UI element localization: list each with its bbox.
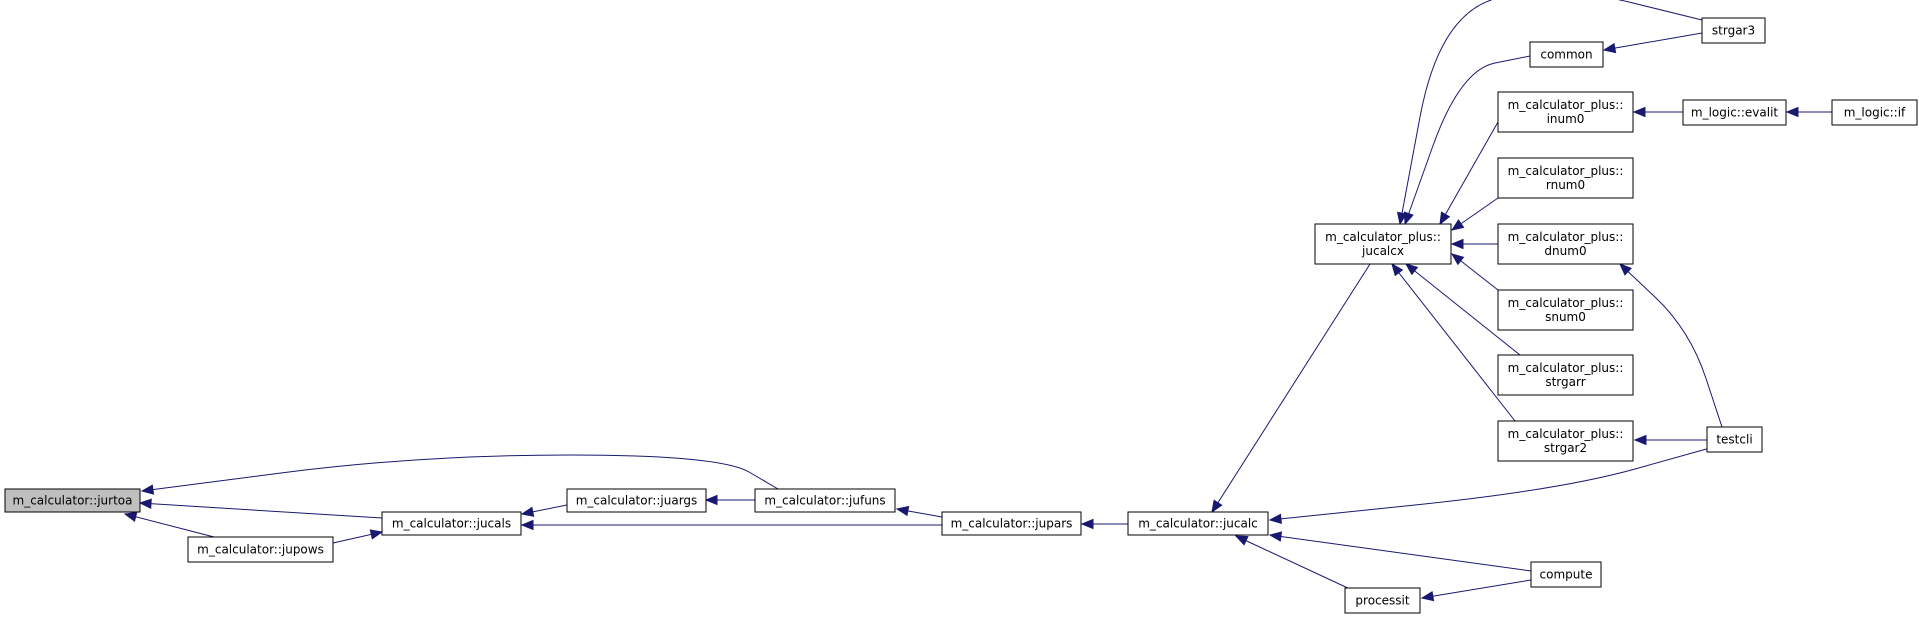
node-jufuns[interactable]: m_calculator::jufuns [754,488,896,513]
node-juargs[interactable]: m_calculator::juargs [566,488,707,513]
edge-rnum0-to-jucalcx [1450,197,1499,231]
node-strgarr-label: m_calculator_plus:: [1508,361,1624,375]
edge-inum0-to-jucalcx [1439,121,1499,226]
node-strgarr-label: strgarr [1545,375,1585,389]
node-testcli[interactable]: testcli [1706,426,1763,453]
node-processit-label: processit [1355,594,1409,608]
node-jurtoa[interactable]: m_calculator::jurtoa [4,488,141,513]
node-evalit-label: m_logic::evalit [1691,106,1779,120]
edge-processit-to-jucalc [1234,535,1351,590]
node-rnum0-label: m_calculator_plus:: [1508,164,1624,178]
node-common[interactable]: common [1529,41,1604,68]
node-jupows[interactable]: m_calculator::jupows [187,536,334,563]
node-if[interactable]: m_logic::if [1831,99,1918,126]
edge-juargs-to-jucals [520,504,568,517]
node-jupows-label: m_calculator::jupows [197,543,324,557]
node-jucalcx-label: m_calculator_plus:: [1325,230,1441,244]
node-dnum0[interactable]: m_calculator_plus::dnum0 [1497,223,1634,265]
node-strgarr[interactable]: m_calculator_plus::strgarr [1497,354,1634,396]
node-jucalcx[interactable]: m_calculator_plus::jucalcx [1314,223,1452,265]
node-strgar2[interactable]: m_calculator_plus::strgar2 [1497,420,1634,462]
node-jufuns-label: m_calculator::jufuns [764,494,885,508]
node-compute[interactable]: compute [1530,561,1602,588]
edge-evalit-to-inum0 [1632,106,1683,118]
edge-strgar2-to-jucalcx [1391,262,1516,422]
edge-snum0-to-jucalcx [1450,253,1499,291]
node-layer: m_calculator::jurtoam_calculator::jucals… [4,17,1918,614]
node-processit[interactable]: processit [1344,587,1421,614]
node-evalit[interactable]: m_logic::evalit [1682,99,1787,126]
node-strgar3[interactable]: strgar3 [1701,17,1766,44]
edge-testcli-to-strgar2 [1633,434,1707,446]
edge-jupars-to-jufuns [895,505,943,518]
node-inum0[interactable]: m_calculator_plus::inum0 [1497,91,1634,133]
edge-jucalcx-to-jucalc [1211,263,1371,514]
edge-testcli-to-dnum0 [1619,263,1723,428]
node-dnum0-label: dnum0 [1544,244,1586,258]
edge-testcli-to-jucalc [1268,447,1711,525]
node-jucalc[interactable]: m_calculator::jucalc [1127,511,1269,536]
node-jucalcx-label: jucalcx [1361,244,1404,258]
edge-if-to-evalit [1785,106,1832,118]
edge-compute-to-processit [1420,579,1532,602]
node-jupars-label: m_calculator::jupars [951,517,1073,531]
node-snum0[interactable]: m_calculator_plus::snum0 [1497,289,1634,331]
edge-layer [123,0,1832,602]
node-juargs-label: m_calculator::juargs [576,494,698,508]
node-jucals[interactable]: m_calculator::jucals [381,511,522,536]
edge-common-to-jucalcx [1403,55,1531,226]
edge-strgarr-to-jucalcx [1404,263,1521,356]
node-inum0-label: m_calculator_plus:: [1508,98,1624,112]
node-strgar3-label: strgar3 [1712,24,1755,38]
node-dnum0-label: m_calculator_plus:: [1508,230,1624,244]
edge-jucals-to-jurtoa [138,498,383,519]
edge-jupows-to-jucals [332,529,384,544]
node-snum0-label: snum0 [1545,310,1586,324]
node-common-label: common [1540,48,1592,62]
node-jurtoa-label: m_calculator::jurtoa [13,494,133,508]
node-jucalc-label: m_calculator::jucalc [1138,517,1258,531]
edge-compute-to-jucalc [1268,531,1532,572]
edge-jupows-to-jurtoa [123,511,215,538]
node-jupars[interactable]: m_calculator::jupars [941,511,1082,536]
edge-dnum0-to-jucalcx [1450,238,1498,250]
edge-jucalc-to-jupars [1080,518,1128,530]
node-testcli-label: testcli [1716,433,1752,447]
edge-jupars-to-jucals [520,519,942,531]
node-jucals-label: m_calculator::jucals [392,517,511,531]
node-strgar2-label: strgar2 [1544,441,1587,455]
node-inum0-label: inum0 [1547,112,1585,126]
node-rnum0-label: rnum0 [1546,178,1585,192]
node-strgar2-label: m_calculator_plus:: [1508,427,1624,441]
node-compute-label: compute [1540,568,1593,582]
edge-strgar3-to-common [1602,32,1703,54]
node-snum0-label: m_calculator_plus:: [1508,296,1624,310]
node-if-label: m_logic::if [1844,106,1906,120]
edge-jufuns-to-juargs [704,494,755,506]
edge-jufuns-to-jurtoa [140,454,779,495]
node-rnum0[interactable]: m_calculator_plus::rnum0 [1497,157,1634,199]
